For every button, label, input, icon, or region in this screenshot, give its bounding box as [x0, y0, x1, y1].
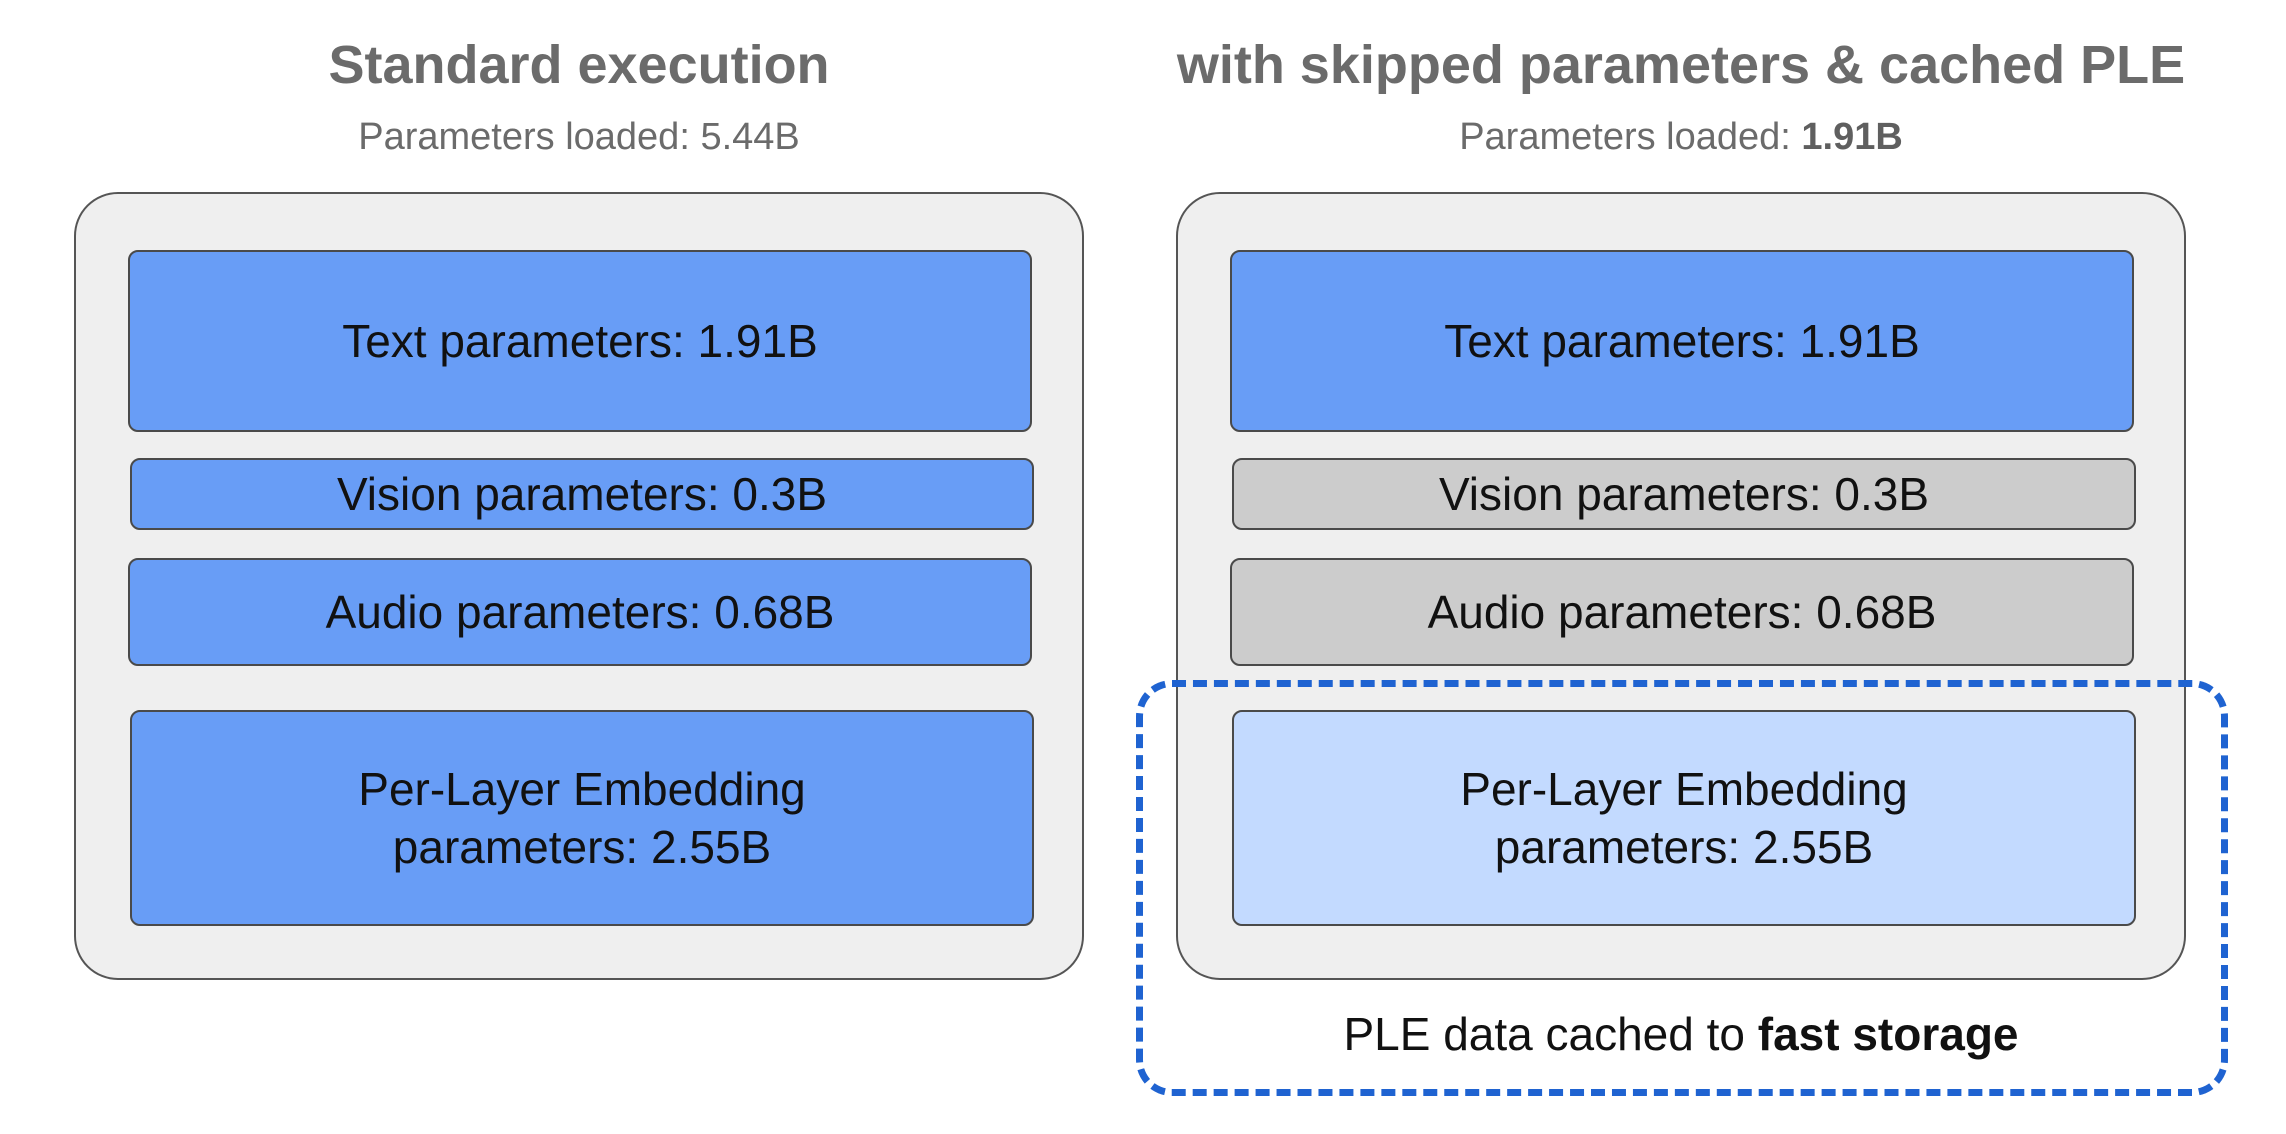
- right-vision-parameters-block-skipped: Vision parameters: 0.3B: [1232, 458, 2136, 530]
- right-audio-parameters-block-skipped: Audio parameters: 0.68B: [1230, 558, 2134, 666]
- left-column-title: Standard execution: [328, 35, 830, 95]
- right-column-subtitle: Parameters loaded: 1.91B: [1176, 112, 2186, 162]
- ple-cache-caption: PLE data cached to fast storage: [1176, 1004, 2186, 1064]
- left-ple-label-line2: parameters: 2.55B: [392, 821, 772, 873]
- left-ple-parameters-block: Per-Layer Embedding parameters: 2.55B: [130, 710, 1034, 926]
- right-subtitle-value: 1.91B: [1801, 116, 1903, 158]
- right-text-parameters-block: Text parameters: 1.91B: [1230, 250, 2134, 432]
- ple-cache-caption-bold: fast storage: [1757, 1008, 2019, 1060]
- right-subtitle-label: Parameters loaded:: [1459, 116, 1802, 158]
- left-vision-parameters-block: Vision parameters: 0.3B: [130, 458, 1034, 530]
- left-vision-parameters-label: Vision parameters: 0.3B: [336, 468, 828, 520]
- left-subtitle-label: Parameters loaded:: [358, 116, 701, 158]
- right-ple-label-line1: Per-Layer Embedding: [1460, 763, 1908, 815]
- right-model-panel: Text parameters: 1.91B Vision parameters…: [1176, 192, 2186, 980]
- right-audio-parameters-label: Audio parameters: 0.68B: [1427, 586, 1937, 638]
- left-text-parameters-block: Text parameters: 1.91B: [128, 250, 1032, 432]
- right-vision-parameters-label: Vision parameters: 0.3B: [1438, 468, 1930, 520]
- left-text-parameters-label: Text parameters: 1.91B: [342, 315, 818, 367]
- left-column-subtitle: Parameters loaded: 5.44B: [74, 112, 1084, 162]
- right-ple-label-line2: parameters: 2.55B: [1494, 821, 1874, 873]
- right-column-title: with skipped parameters & cached PLE: [1176, 35, 2186, 95]
- left-audio-parameters-label: Audio parameters: 0.68B: [325, 586, 835, 638]
- left-subtitle-value: 5.44B: [700, 116, 800, 158]
- right-ple-parameters-block-cached: Per-Layer Embedding parameters: 2.55B: [1232, 710, 2136, 926]
- ple-cache-caption-text: PLE data cached to: [1343, 1008, 1758, 1060]
- right-text-parameters-label: Text parameters: 1.91B: [1444, 315, 1920, 367]
- left-ple-label-line1: Per-Layer Embedding: [358, 763, 806, 815]
- left-model-panel: Text parameters: 1.91B Vision parameters…: [74, 192, 1084, 980]
- left-audio-parameters-block: Audio parameters: 0.68B: [128, 558, 1032, 666]
